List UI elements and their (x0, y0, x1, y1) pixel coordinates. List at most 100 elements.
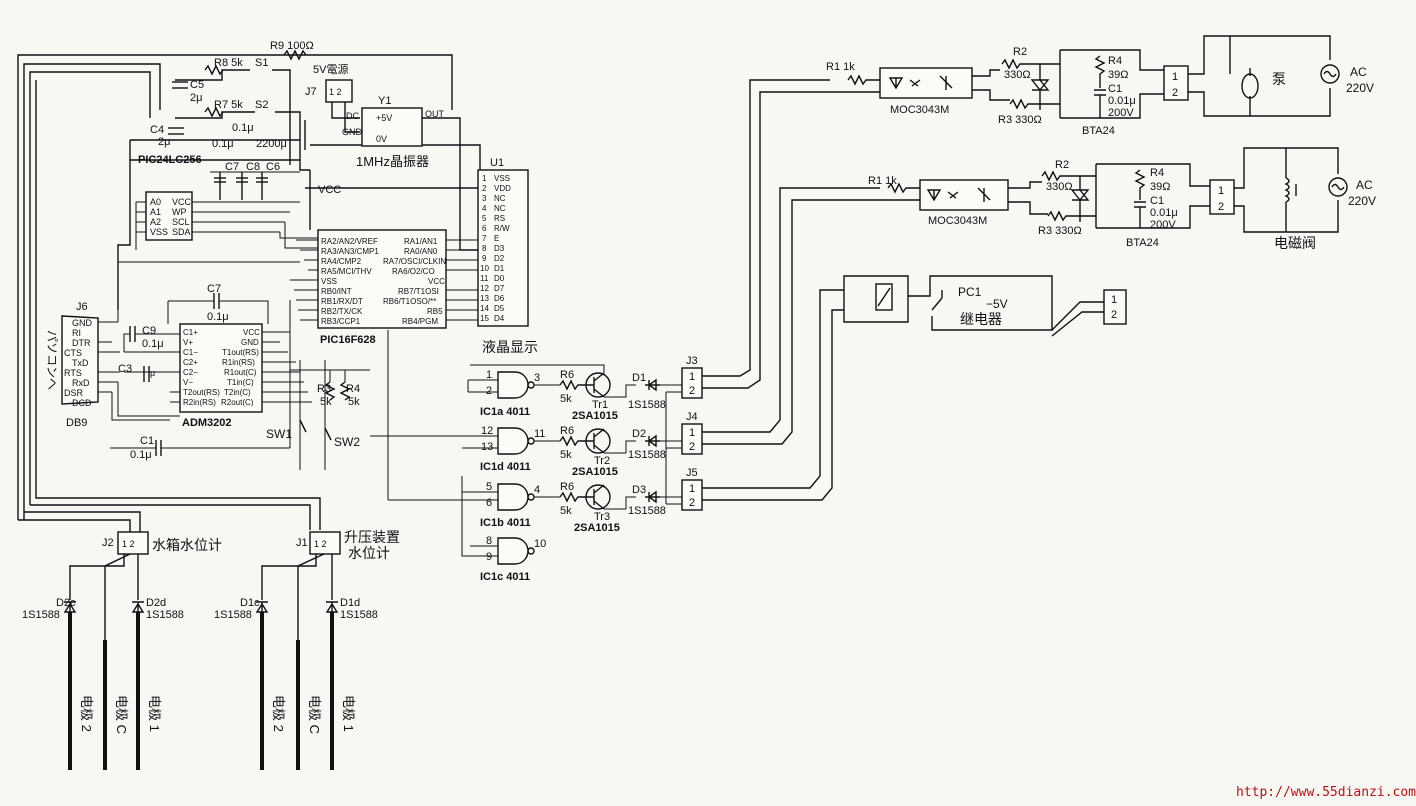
lcd-pin-d7: D7 (494, 284, 505, 293)
ic1d-label: IC1d 4011 (480, 461, 531, 473)
r6b-label: R6 (560, 425, 574, 437)
c5-label: C5 (190, 79, 204, 91)
mcu-pin-r6: RB6/T1OSO/** (383, 297, 436, 306)
nand-gate-ic1b: 5 6 4 IC1b 4011 (387, 330, 560, 529)
stage1-triac: BTA24 (1082, 125, 1115, 137)
adm-pin-r1: GND (241, 338, 259, 347)
mcu-pin-l5: RB0/INT (321, 287, 352, 296)
d2-label: D2 (632, 428, 646, 440)
d1-label: D1 (632, 372, 646, 384)
r6c-value: 5k (560, 505, 572, 517)
d3-label: D3 (632, 484, 646, 496)
j3-pin2: 2 (689, 385, 695, 397)
lcd-pin-d4: D4 (494, 314, 505, 323)
mcu-name: PIC16F628 (320, 334, 376, 346)
sensor-cables (18, 80, 321, 532)
eeprom-pin-scl: SCL (172, 217, 190, 227)
d1c-type: 1S1588 (214, 609, 252, 621)
nand-gate-ic1c: 8 9 10 IC1c 4011 (461, 476, 546, 583)
stage2-r3: R3 330Ω (1038, 225, 1082, 237)
ic1d-in2: 13 (481, 441, 493, 453)
mcu-pin-l1: RA3/AN3/CMP1 (321, 247, 379, 256)
j2-label: J2 (102, 537, 114, 549)
capacitor-c7b: C7 0.1μ (167, 283, 269, 324)
sw2-label: SW2 (334, 435, 360, 449)
c4-value: 2μ (158, 136, 170, 148)
osc-gnd: GND (342, 127, 363, 137)
eeprom-pin-sda: SDA (172, 227, 191, 237)
y1-label: Y1 (378, 95, 391, 107)
c5-value: 2μ (190, 92, 202, 104)
tr3-type: 2SA1015 (574, 522, 620, 534)
c9-label: C9 (142, 325, 156, 337)
c8-label: C8 (246, 161, 260, 173)
j2-electrode-2: 电极 2 (79, 695, 94, 732)
d1d-label: D1d (340, 597, 360, 609)
j3-label: J3 (686, 355, 698, 367)
stage2-r4: R4 (1150, 167, 1164, 179)
r4-label: R4 (346, 383, 360, 395)
j5-pin1: 1 (689, 483, 695, 495)
c1-label: C1 (140, 435, 154, 447)
lcd-pin-nc2: NC (494, 204, 506, 213)
mcu-pin-r1: RA0/AN0 (404, 247, 438, 256)
j6-label: J6 (76, 301, 88, 313)
mcu-pin-l4: VSS (321, 277, 337, 286)
osc-0v: 0V (376, 134, 387, 144)
mcu-pin-r0: RA1/AN1 (404, 237, 438, 246)
mcu-pin-r4: VCC (428, 277, 445, 286)
eeprom-pin-a0: A0 (150, 197, 161, 207)
relay-coil: −5V (986, 297, 1008, 311)
adm-pin-l3: C2+ (183, 358, 198, 367)
lcd-num-9: 9 (482, 254, 487, 263)
tr1-label: Tr1 (592, 399, 608, 411)
resistor-r9: R9 100Ω (270, 40, 314, 61)
lcd-num-1: 1 (482, 174, 487, 183)
transistor-stage-3: R6 5k Tr3 2SA1015 (559, 481, 636, 534)
mcu-pin-l3: RA5/MCI/THV (321, 267, 372, 276)
lcd-num-7: 7 (482, 234, 487, 243)
capacitor-c1: C1 0.1μ (110, 435, 290, 461)
lcd-num-15: 15 (480, 314, 489, 323)
db9-name: DB9 (66, 417, 87, 429)
mcu-pin-l2: RA4/CMP2 (321, 257, 362, 266)
r6c-label: R6 (560, 481, 574, 493)
c3-label: C3 (118, 363, 132, 375)
nand-gate-ic1a: 1 2 3 IC1a 4011 (467, 369, 560, 418)
d1-type: 1S1588 (628, 399, 666, 411)
stage2-r2: R2 (1055, 159, 1069, 171)
eeprom-pin-a2: A2 (150, 217, 161, 227)
s2-label: S2 (255, 99, 268, 111)
adm-pin-r3: R1in(RS) (222, 358, 255, 367)
lcd-pin-d2: D2 (494, 254, 505, 263)
ac-source-icon (1320, 64, 1340, 84)
r8-label: R8 5k (214, 57, 243, 69)
stage2-ac: AC (1356, 178, 1373, 192)
output-diodes-connectors: D1 1S1588 D2 1S1588 D3 1S1588 J3 1 2 J4 … (628, 355, 703, 517)
stage1-r1: R1 1k (826, 61, 855, 73)
capacitor-c9: C9 0.1μ (123, 325, 180, 352)
sw1-label: SW1 (266, 427, 292, 441)
eeprom-pin-vss: VSS (150, 227, 168, 237)
ic1c-label: IC1c 4011 (480, 571, 530, 583)
adm-pin-r0: VCC (243, 328, 260, 337)
adm-pin-l0: C1+ (183, 328, 198, 337)
j4-pin2: 2 (689, 441, 695, 453)
stage2-triac: BTA24 (1126, 237, 1159, 249)
ic1a-out: 3 (534, 372, 540, 384)
j2-name: 水箱水位计 (152, 537, 222, 553)
j4-pin1: 1 (689, 427, 695, 439)
ic1c-in2: 9 (486, 551, 492, 563)
db9-pin-rxd: RxD (72, 378, 90, 388)
c6-label: C6 (266, 161, 280, 173)
d2-type: 1S1588 (628, 449, 666, 461)
j1-electrode-2: 电极 2 (271, 695, 286, 732)
lcd-pin-nc1: NC (494, 194, 506, 203)
relay-name: 继电器 (960, 311, 1002, 327)
j2-tank-level-meter: J2 1 2 水箱水位计 D2c D2d 1S1588 1S1588 电极 2 … (22, 531, 222, 770)
stage2-r2-value: 330Ω (1046, 181, 1073, 193)
capacitors-c7-c8-c6: C7 C8 C6 (210, 161, 300, 200)
stage2-c1-value: 0.01μ (1150, 207, 1178, 219)
c3-value: μ (150, 368, 155, 378)
tr2-label: Tr2 (594, 455, 610, 467)
